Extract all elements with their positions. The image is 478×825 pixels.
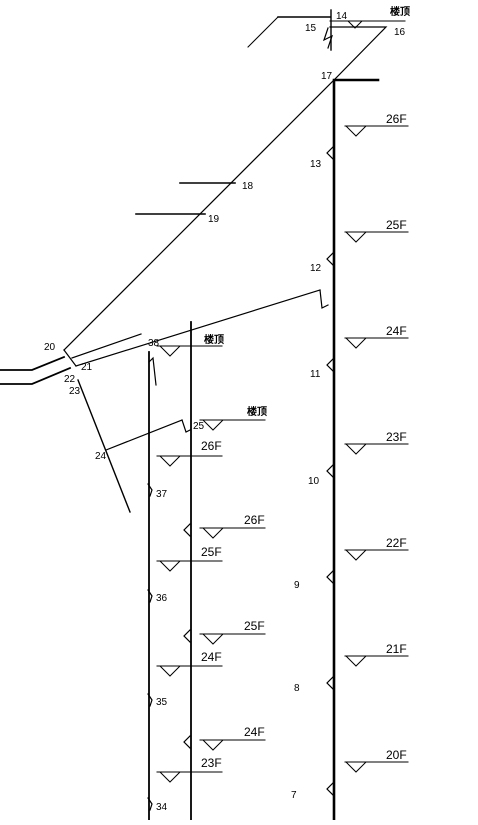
roof-label: 楼顶	[204, 333, 224, 346]
fitting-icon	[322, 27, 334, 49]
fitting-icon	[326, 146, 334, 160]
node-label: 18	[242, 181, 254, 192]
connector-20-21	[63, 349, 77, 367]
node-label: 11	[310, 369, 321, 380]
inlet-pipe-upper	[0, 355, 66, 371]
level-marker-icon	[201, 739, 225, 751]
level-marker-icon	[201, 633, 225, 645]
node-label: 25	[193, 421, 205, 432]
vent-hook-right	[319, 289, 329, 309]
floor-label: 22F	[386, 536, 407, 550]
fitting-icon	[147, 693, 153, 707]
node-label: 17	[321, 71, 333, 82]
node-label: 21	[81, 362, 93, 373]
node-label: 12	[310, 263, 322, 274]
floor-label: 26F	[386, 112, 407, 126]
level-marker-icon	[158, 455, 182, 467]
floor-label: 25F	[386, 218, 407, 232]
node-label: 15	[305, 23, 317, 34]
node-label: 24	[95, 451, 107, 462]
level-marker-icon	[201, 527, 225, 539]
level-marker-icon	[344, 549, 368, 561]
floor-label: 23F	[201, 756, 222, 770]
node-label: 8	[294, 683, 300, 694]
pipe-25-hook	[181, 419, 191, 433]
node-label: 20	[44, 342, 56, 353]
fitting-icon	[147, 589, 153, 603]
node-label: 36	[156, 593, 168, 604]
floor-label: 20F	[386, 748, 407, 762]
roof-vent-loop	[329, 26, 388, 81]
level-marker-icon	[344, 337, 368, 349]
fitting-icon	[147, 797, 153, 811]
fitting-icon	[183, 629, 191, 643]
fitting-icon	[326, 464, 334, 478]
fitting-icon	[183, 735, 191, 749]
floor-label: 26F	[244, 513, 265, 527]
node-label: 13	[310, 159, 322, 170]
floor-label: 24F	[386, 324, 407, 338]
node-label: 14	[336, 11, 348, 22]
node-label: 37	[156, 489, 168, 500]
node-label: 9	[294, 580, 300, 591]
fitting-icon	[326, 358, 334, 372]
floor-label: 23F	[386, 430, 407, 444]
pipe-23-down	[77, 379, 131, 513]
roof-label: 楼顶	[247, 405, 267, 418]
fitting-icon	[147, 483, 153, 497]
floor-label: 21F	[386, 642, 407, 656]
level-marker-icon	[158, 560, 182, 572]
node-label: 16	[394, 27, 406, 38]
level-marker-icon	[158, 771, 182, 783]
level-marker-icon	[346, 20, 364, 29]
level-marker-icon	[344, 655, 368, 667]
level-marker-icon	[158, 665, 182, 677]
node-label: 23	[69, 386, 81, 397]
fitting-icon	[326, 782, 334, 796]
pipe-21-to-38	[71, 333, 142, 359]
roof-pipe-diagonal	[247, 16, 279, 48]
node-label: 38	[148, 338, 160, 349]
riser-38-hook	[148, 356, 157, 386]
node-label: 7	[291, 790, 297, 801]
node-label: 22	[64, 374, 76, 385]
level-marker-icon	[344, 443, 368, 455]
main-diagonal-pipe	[63, 79, 335, 351]
pipe-22-to-cross	[75, 289, 321, 367]
level-marker-icon	[344, 761, 368, 773]
node-label: 35	[156, 697, 168, 708]
node-label: 19	[208, 214, 220, 225]
level-marker-icon	[344, 231, 368, 243]
roof-label: 楼顶	[390, 5, 410, 18]
node-label: 10	[308, 476, 320, 487]
floor-label: 24F	[244, 725, 265, 739]
inlet-pipe-lower	[0, 366, 72, 385]
fitting-icon	[326, 570, 334, 584]
level-marker-icon	[344, 125, 368, 137]
level-marker-icon	[201, 419, 225, 431]
fitting-icon	[326, 252, 334, 266]
pipe-24-to-25	[105, 419, 183, 451]
floor-label: 25F	[201, 545, 222, 559]
fitting-icon	[183, 523, 191, 537]
node-label: 34	[156, 802, 168, 813]
floor-label: 25F	[244, 619, 265, 633]
fitting-icon	[326, 676, 334, 690]
level-marker-icon	[158, 345, 182, 357]
floor-label: 26F	[201, 439, 222, 453]
floor-label: 24F	[201, 650, 222, 664]
